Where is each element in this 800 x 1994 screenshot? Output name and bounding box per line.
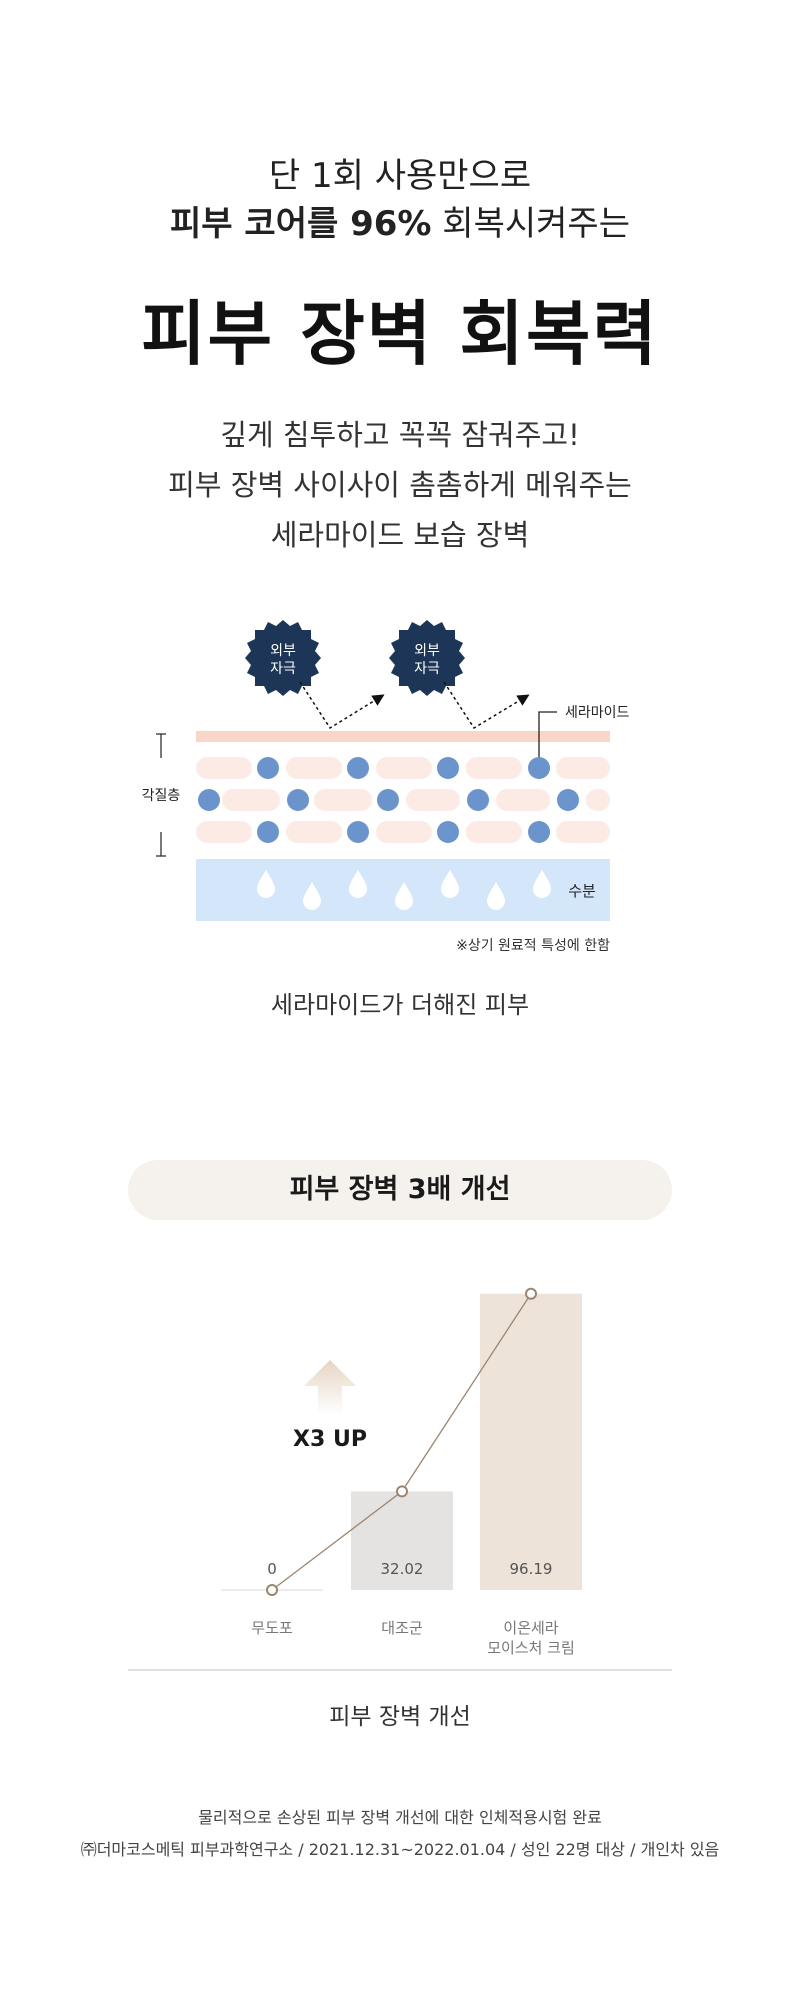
chart-overlay-line	[266, 1287, 537, 1596]
badge-text-line1: 외부	[270, 643, 296, 659]
subtext-line1: 깊게 침투하고 꼭꼭 잠궈주고!	[220, 418, 580, 452]
badge-shape	[389, 620, 465, 696]
headline-line1: 단 1회 사용만으로	[268, 156, 532, 196]
surface-layer	[196, 731, 610, 742]
value-label-0: 0	[267, 1560, 277, 1578]
category-label-0: 무도포	[251, 1619, 293, 1637]
chart-bars	[221, 1293, 582, 1591]
headline-line2: 피부 코어를 96% 회복시켜주는	[0, 196, 800, 245]
footnote-line1: 물리적으로 손상된 피부 장벽 개선에 대한 인체적용시험 완료	[198, 1808, 602, 1827]
lipid-row-2	[222, 789, 610, 811]
external-stimulus-badge: 외부 자극	[245, 620, 321, 696]
badge-text-line2: 자극	[414, 661, 440, 677]
x3-up-label: X3 UP	[293, 1427, 367, 1452]
badge-shape	[245, 620, 321, 696]
value-label-1: 32.02	[381, 1560, 424, 1578]
category-label-2: 모이스처 크림	[487, 1639, 575, 1657]
line-point-1	[396, 1485, 408, 1498]
water-droplets	[257, 870, 551, 910]
subtext-line2: 피부 장벽 사이사이 촘촘하게 메워주는	[168, 468, 632, 502]
moisture-label: 수분	[568, 882, 596, 900]
headline-line2-rest: 회복시켜주는	[431, 204, 630, 244]
line-point-2	[525, 1287, 537, 1300]
line-point-0	[266, 1584, 278, 1596]
ceramide-label: 세라마이드	[565, 705, 630, 721]
chart-title: 피부 장벽 3배 개선	[128, 1160, 672, 1220]
deflect-arrow	[443, 681, 530, 730]
lipid-row-3	[196, 821, 610, 843]
footnote-line2: ㈜더마코스메틱 피부과학연구소 / 2021.12.31~2022.01.04 …	[80, 1840, 720, 1859]
stratum-label: 각질층	[142, 788, 181, 804]
badge-text-line1: 외부	[414, 643, 440, 659]
badge-text-line2: 자극	[270, 661, 296, 677]
category-label-1: 대조군	[381, 1619, 423, 1637]
bar-2	[480, 1293, 582, 1590]
bar-1	[351, 1491, 453, 1590]
deflect-arrow	[299, 681, 385, 730]
chart-xlabel: 피부 장벽 개선	[329, 1704, 471, 1730]
subtext-line3: 세라마이드 보습 장벽	[270, 518, 530, 552]
skin-barrier-diagram: 외부 자극 외부 자극 세라마이드 각질층	[142, 620, 630, 954]
ceramide-dots	[198, 757, 579, 843]
lipid-row-1	[196, 757, 610, 779]
up-arrow-icon	[304, 1360, 356, 1415]
ceramide-pointer	[538, 711, 557, 762]
value-label-2: 96.19	[510, 1560, 553, 1578]
chart-annotation: X3 UP	[293, 1360, 367, 1452]
diagram-note: ※상기 원료적 특성에 한함	[456, 938, 610, 954]
stratum-bracket	[156, 733, 166, 857]
external-stimulus-badge: 외부 자극	[389, 620, 465, 696]
category-label-2: 이온세라	[503, 1619, 558, 1637]
headline-main: 피부 장벽 회복력	[141, 293, 659, 375]
diagram-caption: 세라마이드가 더해진 피부	[270, 991, 530, 1019]
headline-line2-bold: 피부 코어를 96%	[170, 204, 432, 244]
